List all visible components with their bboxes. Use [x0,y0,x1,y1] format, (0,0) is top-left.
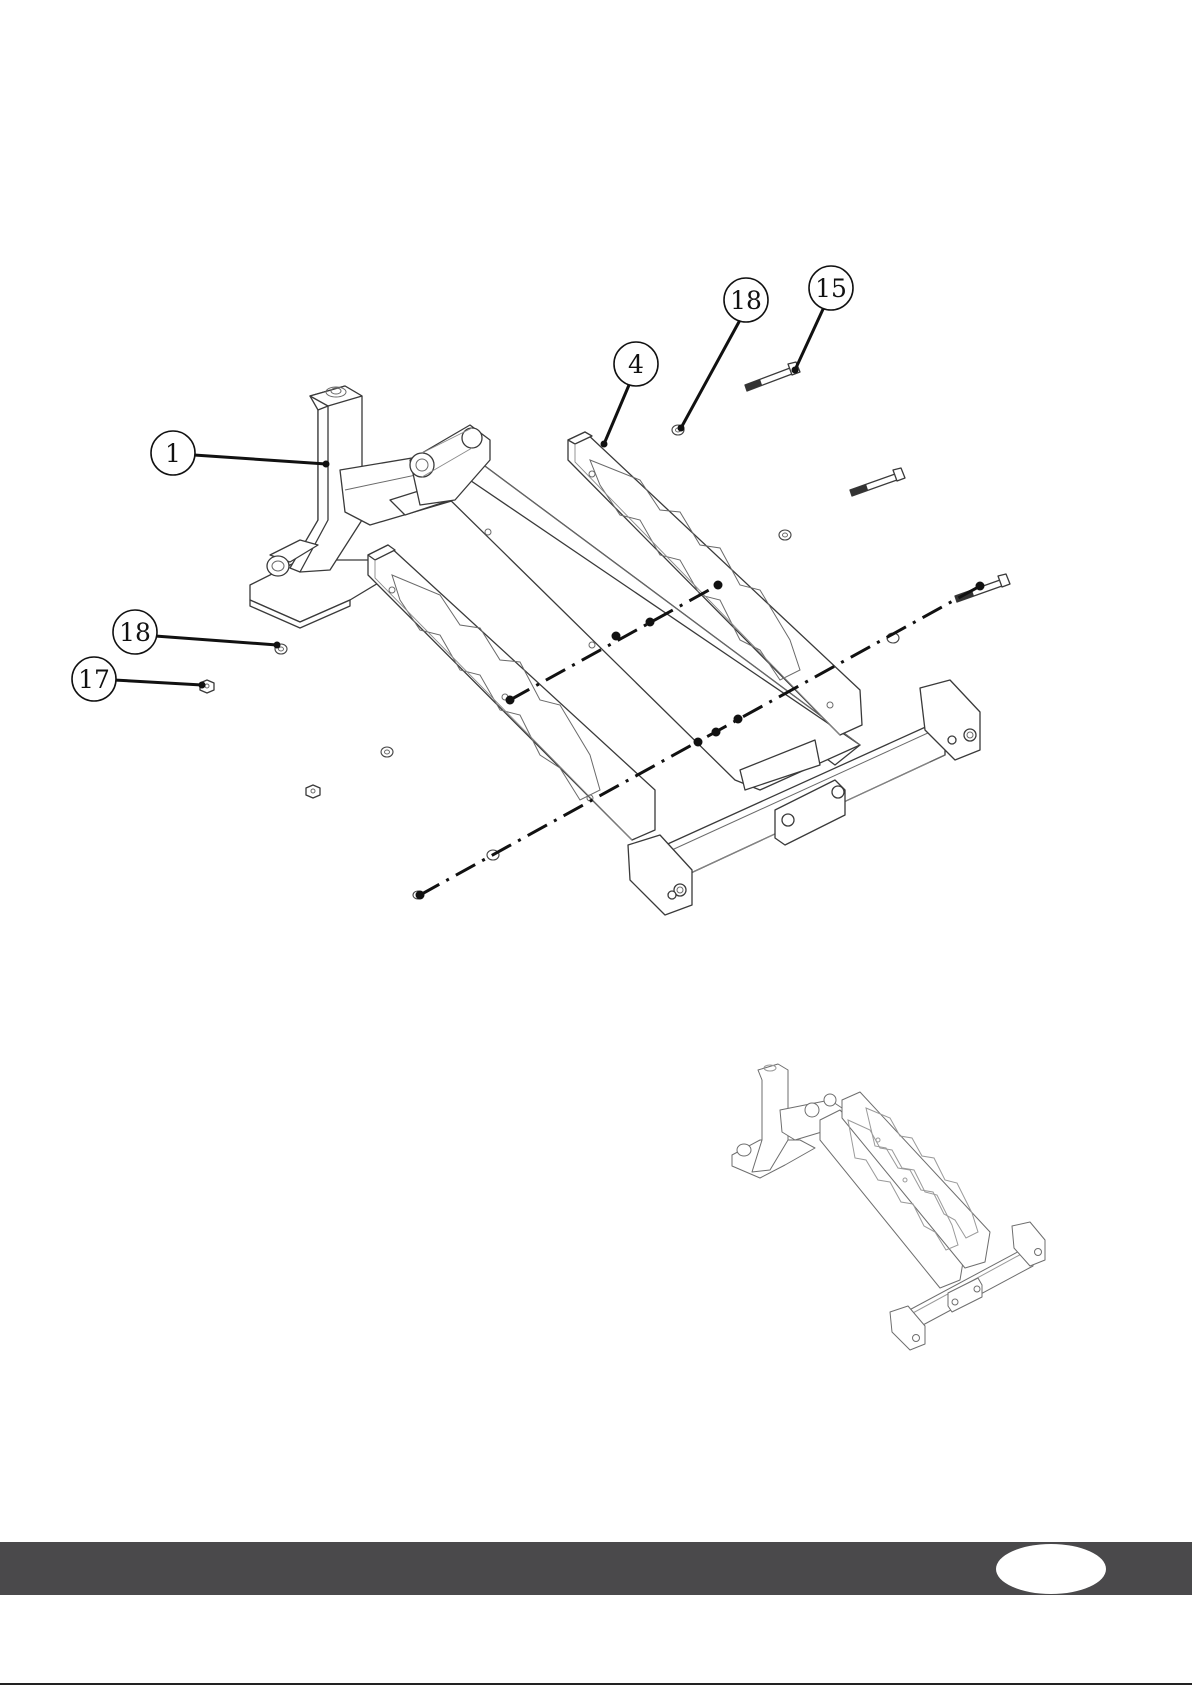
callout-1: 1 [151,431,330,475]
main-assembly: 1 4 18 15 18 17 [72,266,1010,915]
callout-4-label: 4 [628,350,644,379]
callout-18-top-label: 18 [730,286,762,315]
washer-mid [779,530,791,540]
front-frame-part-1 [250,386,475,628]
callout-18-top: 18 [678,278,769,432]
callout-15: 15 [792,266,854,374]
assembled-preview [732,1064,1045,1350]
callout-17: 17 [72,657,206,701]
washer-left-low [381,747,393,757]
callout-4: 4 [601,342,659,448]
nut-left-low [306,785,320,798]
callout-1-label: 1 [165,439,181,468]
bolt-part-15 [745,362,800,391]
callout-15-label: 15 [815,274,847,303]
callout-17-label: 17 [78,665,110,694]
bolt-middle [850,468,905,496]
callout-18-left-label: 18 [119,618,151,647]
callout-18-left: 18 [113,610,281,654]
page-number-badge [996,1544,1106,1594]
